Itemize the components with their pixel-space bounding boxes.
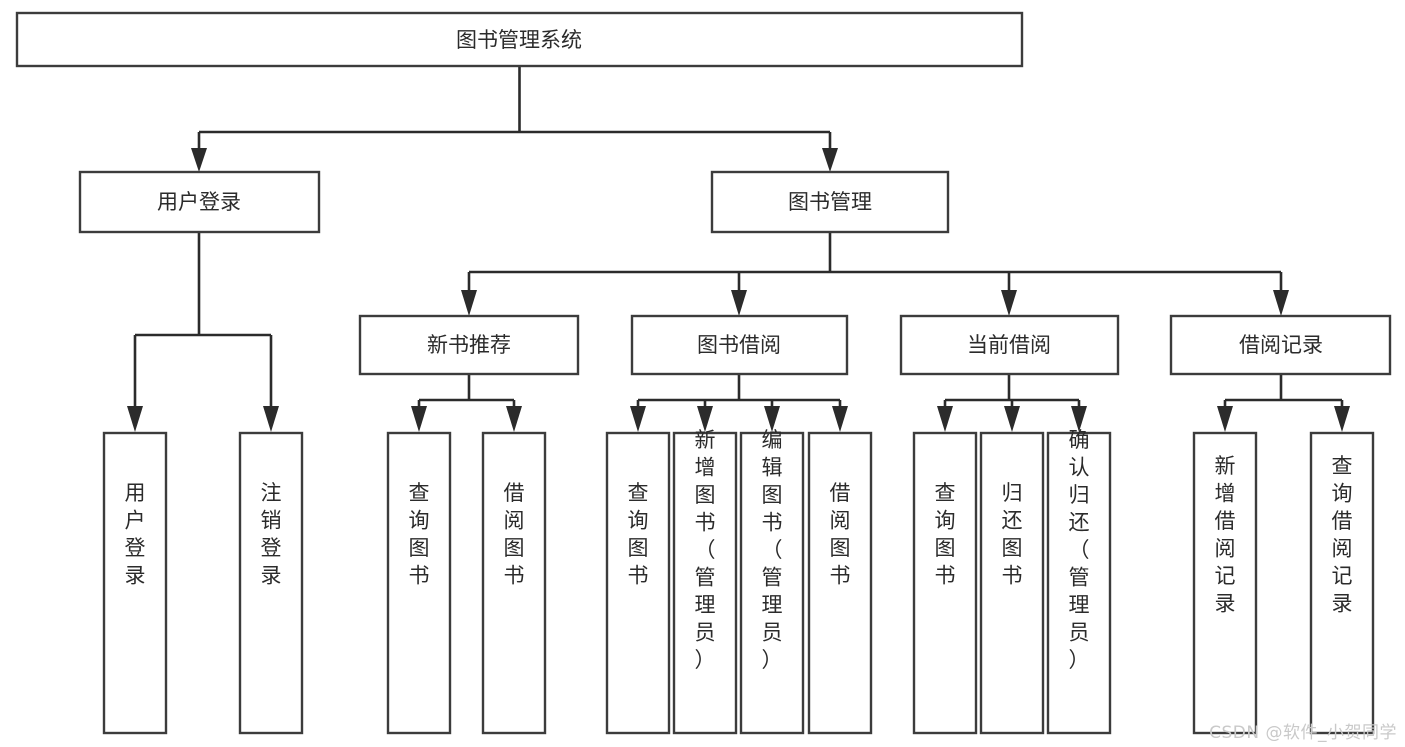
node-book-borrow-box[interactable] [630,314,849,376]
leaf-borrow-record-1-label: 查询借阅记录 [1332,454,1353,616]
leaf-node[interactable]: 确认归还（管理员） [1046,428,1112,735]
node-new-book-recommend-label: 新书推荐 [427,333,511,357]
arrow-book-borrow-child-2 [764,406,780,432]
arrow-user-login-child-0 [127,406,143,432]
arrow-book-manage-child-3 [1273,290,1289,316]
arrow-root-to-user-login [191,148,207,172]
leaf-borrow-record-0-label: 新增借阅记录 [1215,454,1236,616]
leaf-borrow-record-1-box[interactable] [1309,431,1375,735]
arrow-book-borrow-child-0 [630,406,646,432]
leaf-current-borrow-0-box[interactable] [912,431,978,735]
leaf-new-book-0-box[interactable] [386,431,452,735]
leaf-node[interactable]: 编辑图书（管理员） [739,428,805,735]
node-user-login[interactable]: 用户登录 [78,170,321,234]
node-current-borrow-label: 当前借阅 [967,333,1051,357]
leaf-node[interactable]: 查询图书 [912,431,978,735]
leaf-node[interactable]: 查询借阅记录 [1309,431,1375,735]
node-user-login-box[interactable] [78,170,321,234]
arrow-new-book-child-0 [411,406,427,432]
leaf-node[interactable]: 用户登录 [102,431,168,735]
leaf-user-login-0-label: 用户登录 [125,481,146,588]
arrow-book-manage-child-0 [461,290,477,316]
arrow-current-borrow-child-2 [1071,406,1087,432]
node-root-box[interactable] [15,11,1024,68]
node-book-manage-box[interactable] [710,170,950,234]
node-current-borrow[interactable]: 当前借阅 [899,314,1120,376]
leaf-node[interactable]: 查询图书 [605,431,671,735]
leaf-borrow-record-0-box[interactable] [1192,431,1258,735]
node-book-manage-label: 图书管理 [788,190,872,214]
leaf-node[interactable]: 注销登录 [238,431,304,735]
leaf-current-borrow-1-box[interactable] [979,431,1045,735]
node-user-login-label: 用户登录 [157,190,241,214]
arrow-book-manage-child-1 [731,290,747,316]
node-new-book-recommend-box[interactable] [358,314,580,376]
leaf-node[interactable]: 新增借阅记录 [1192,431,1258,735]
leaf-user-login-1-label: 注销登录 [261,481,282,588]
node-borrow-record-label: 借阅记录 [1239,333,1323,357]
node-new-book-recommend[interactable]: 新书推荐 [358,314,580,376]
leaf-current-borrow-0-label: 查询图书 [935,481,956,588]
leaf-current-borrow-2-box[interactable] [1046,431,1112,735]
leaf-user-login-0-box[interactable] [102,431,168,735]
node-current-borrow-box[interactable] [899,314,1120,376]
connector-group [127,66,1350,432]
leaf-node[interactable]: 借阅图书 [807,431,873,735]
leaf-user-login-1-box[interactable] [238,431,304,735]
node-book-manage[interactable]: 图书管理 [710,170,950,234]
arrow-book-borrow-child-1 [697,406,713,432]
node-root[interactable]: 图书管理系统 [15,11,1024,68]
node-book-borrow-label: 图书借阅 [697,333,781,357]
arrow-user-login-child-1 [263,406,279,432]
leaf-book-borrow-3-label: 借阅图书 [830,481,851,588]
arrow-root-to-book-manage [822,148,838,172]
leaf-book-borrow-1-label: 新增图书（管理员） [695,428,716,672]
leaf-book-borrow-2-label: 编辑图书（管理员） [762,428,783,672]
arrow-borrow-record-child-1 [1334,406,1350,432]
leaf-current-borrow-1-label: 归还图书 [1002,481,1023,588]
leaf-node[interactable]: 新增图书（管理员） [672,428,738,735]
leaf-node[interactable]: 归还图书 [979,431,1045,735]
arrow-borrow-record-child-0 [1217,406,1233,432]
leaf-book-borrow-0-box[interactable] [605,431,671,735]
node-borrow-record-box[interactable] [1169,314,1392,376]
leaf-node[interactable]: 借阅图书 [481,431,547,735]
node-borrow-record[interactable]: 借阅记录 [1169,314,1392,376]
arrow-current-borrow-child-1 [1004,406,1020,432]
arrow-book-manage-child-2 [1001,290,1017,316]
leaf-node[interactable]: 查询图书 [386,431,452,735]
arrow-current-borrow-child-0 [937,406,953,432]
leaf-current-borrow-2-label: 确认归还（管理员） [1069,428,1090,672]
leaf-new-book-1-label: 借阅图书 [504,481,525,588]
leaf-book-borrow-3-box[interactable] [807,431,873,735]
node-book-borrow[interactable]: 图书借阅 [630,314,849,376]
leaf-book-borrow-0-label: 查询图书 [628,481,649,588]
leaf-book-borrow-2-box[interactable] [739,431,805,735]
leaf-book-borrow-1-box[interactable] [672,431,738,735]
leaf-new-book-0-label: 查询图书 [409,481,430,588]
node-root-label: 图书管理系统 [456,28,582,52]
arrow-book-borrow-child-3 [832,406,848,432]
leaf-new-book-1-box[interactable] [481,431,547,735]
arrow-new-book-child-1 [506,406,522,432]
